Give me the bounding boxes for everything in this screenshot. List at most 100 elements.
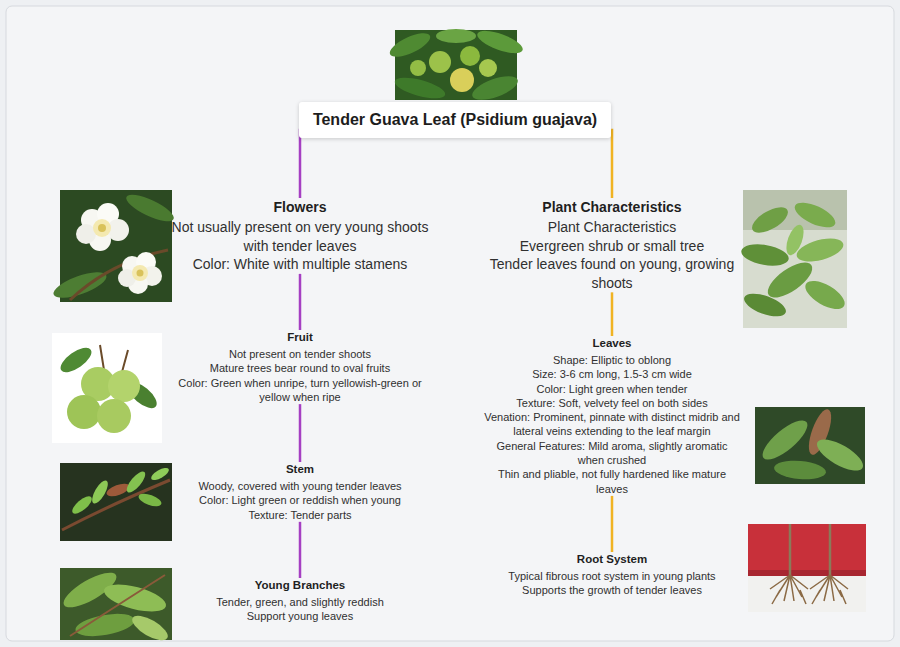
branch-heading: Flowers: [169, 198, 431, 216]
branch-heading: Plant Characteristics: [481, 198, 743, 216]
branch-detail: Typical fibrous root system in young pla…: [482, 569, 742, 583]
stem-photo-part: [137, 491, 163, 509]
branch-photo-part: [101, 579, 169, 617]
branch-detail: Texture: Tender parts: [166, 508, 434, 522]
branch-detail: Tender, green, and slightly reddish: [170, 595, 430, 609]
fruit-photo-part: [52, 333, 162, 443]
stem-photo-part: [60, 463, 172, 541]
branch-detail: Venation: Prominent, pinnate with distin…: [483, 410, 741, 439]
branch-connector: [299, 404, 302, 462]
flower-photo-part-part: [93, 219, 111, 237]
page-frame-part: [6, 6, 894, 641]
branch-topic: Plant CharacteristicsPlant Characteristi…: [481, 198, 743, 292]
roots-photo-part: [748, 524, 866, 612]
roots-photo: [748, 524, 866, 612]
stem-photo-part: [149, 466, 170, 483]
stem-photo-part: [124, 469, 148, 495]
guava-photo-part: [460, 46, 480, 66]
guava-photo-part: [393, 74, 447, 103]
flower-photo-part: [123, 190, 177, 226]
branch-topic: LeavesShape: Elliptic to oblongSize: 3-6…: [483, 336, 741, 496]
plant-photo: [740, 190, 849, 328]
flower-photo-part: [118, 252, 162, 294]
leaves-photo-part: [757, 414, 813, 465]
leaves-photo: [755, 407, 868, 484]
branch-detail: Woody, covered with young tender leaves: [166, 479, 434, 493]
central-topic: Tender Guava Leaf (Psidium guajava): [299, 102, 611, 138]
branch-topic: FlowersNot usually present on very young…: [169, 198, 431, 274]
flower-photo-part: [76, 203, 129, 251]
flower-photo-part-part: [137, 270, 144, 277]
guava-photo-part: [479, 59, 497, 77]
branch-topic: FruitNot present on tender shootsMature …: [165, 330, 435, 404]
central-title: Tender Guava Leaf (Psidium guajava): [313, 111, 597, 129]
fruit-photo-part: [108, 370, 140, 402]
flower-photo: [51, 190, 177, 303]
guava-photo: [387, 26, 526, 104]
branch-detail: Texture: Soft, velvety feel on both side…: [483, 396, 741, 410]
branch-detail: Plant Characteristics: [481, 218, 743, 236]
stem-photo: [60, 463, 172, 541]
flower-photo-part-part: [76, 224, 96, 244]
branch-heading: Stem: [166, 462, 434, 477]
branch-detail: Support young leaves: [170, 609, 430, 623]
roots-photo-part: [748, 570, 866, 576]
roots-photo-part: [748, 524, 866, 574]
page-frame: [6, 6, 894, 641]
fruit-photo-part: [67, 395, 101, 429]
branch-detail: Tender leaves found on young, growing sh…: [481, 255, 743, 292]
guava-photo-part: [469, 71, 520, 104]
branch-detail: Not present on tender shoots: [165, 347, 435, 361]
branch-detail: Not usually present on very young shoots…: [169, 218, 431, 255]
branch-detail: Thin and pliable, not fully hardened lik…: [483, 467, 741, 496]
plant-photo-part: [783, 223, 807, 258]
branch-detail: General Features: Mild aroma, slightly a…: [483, 439, 741, 468]
guava-photo-part: [475, 26, 526, 57]
branch-heading: Root System: [482, 552, 742, 567]
branch-detail: Color: Green when unripe, turn yellowish…: [165, 376, 435, 405]
branch-heading: Leaves: [483, 336, 741, 351]
plant-photo-part: [740, 241, 791, 269]
roots-photo-part: [810, 575, 848, 604]
flower-photo-part-part: [132, 265, 148, 281]
plant-photo-part: [801, 275, 849, 314]
stem-photo-part: [62, 480, 170, 530]
stem-photo-part: [70, 493, 95, 516]
branch-photo: [59, 566, 172, 645]
branch-detail: Color: Light green or reddish when young: [166, 493, 434, 507]
guava-photo-part: [410, 60, 426, 76]
branch-detail: Shape: Elliptic to oblong: [483, 353, 741, 367]
fruit-photo-part: [100, 345, 128, 372]
fruit-photo-part: [97, 399, 131, 433]
branch-detail: Color: White with multiple stamens: [169, 255, 431, 273]
branch-connector: [610, 130, 613, 198]
branch-detail: Mature trees bear round to oval fruits: [165, 361, 435, 375]
branch-topic: Root SystemTypical fibrous root system i…: [482, 552, 742, 598]
plant-photo-part: [748, 202, 792, 238]
guava-photo-part: [450, 68, 474, 92]
plant-photo-part: [741, 289, 789, 321]
branch-connector: [299, 522, 302, 578]
flower-photo-part-part: [98, 224, 106, 232]
branch-detail: Evergreen shrub or small tree: [481, 237, 743, 255]
branch-photo-part: [70, 575, 165, 636]
branch-connector: [611, 496, 614, 552]
branch-detail: Supports the growth of tender leaves: [482, 583, 742, 597]
branch-connector: [300, 130, 611, 198]
branch-photo-part: [129, 611, 172, 645]
leaves-photo-part: [755, 407, 865, 484]
branch-heading: Fruit: [165, 330, 435, 345]
plant-photo-part: [762, 256, 817, 304]
flower-photo-part: [51, 267, 110, 303]
leaves-photo-part: [773, 459, 826, 481]
guava-photo-part: [387, 28, 434, 61]
flower-photo-part: [70, 250, 168, 300]
guava-photo-part: [436, 29, 476, 43]
roots-photo-part: [790, 524, 830, 575]
branch-detail: Size: 3-6 cm long, 1.5-3 cm wide: [483, 367, 741, 381]
branch-topic: Young BranchesTender, green, and slightl…: [170, 578, 430, 624]
